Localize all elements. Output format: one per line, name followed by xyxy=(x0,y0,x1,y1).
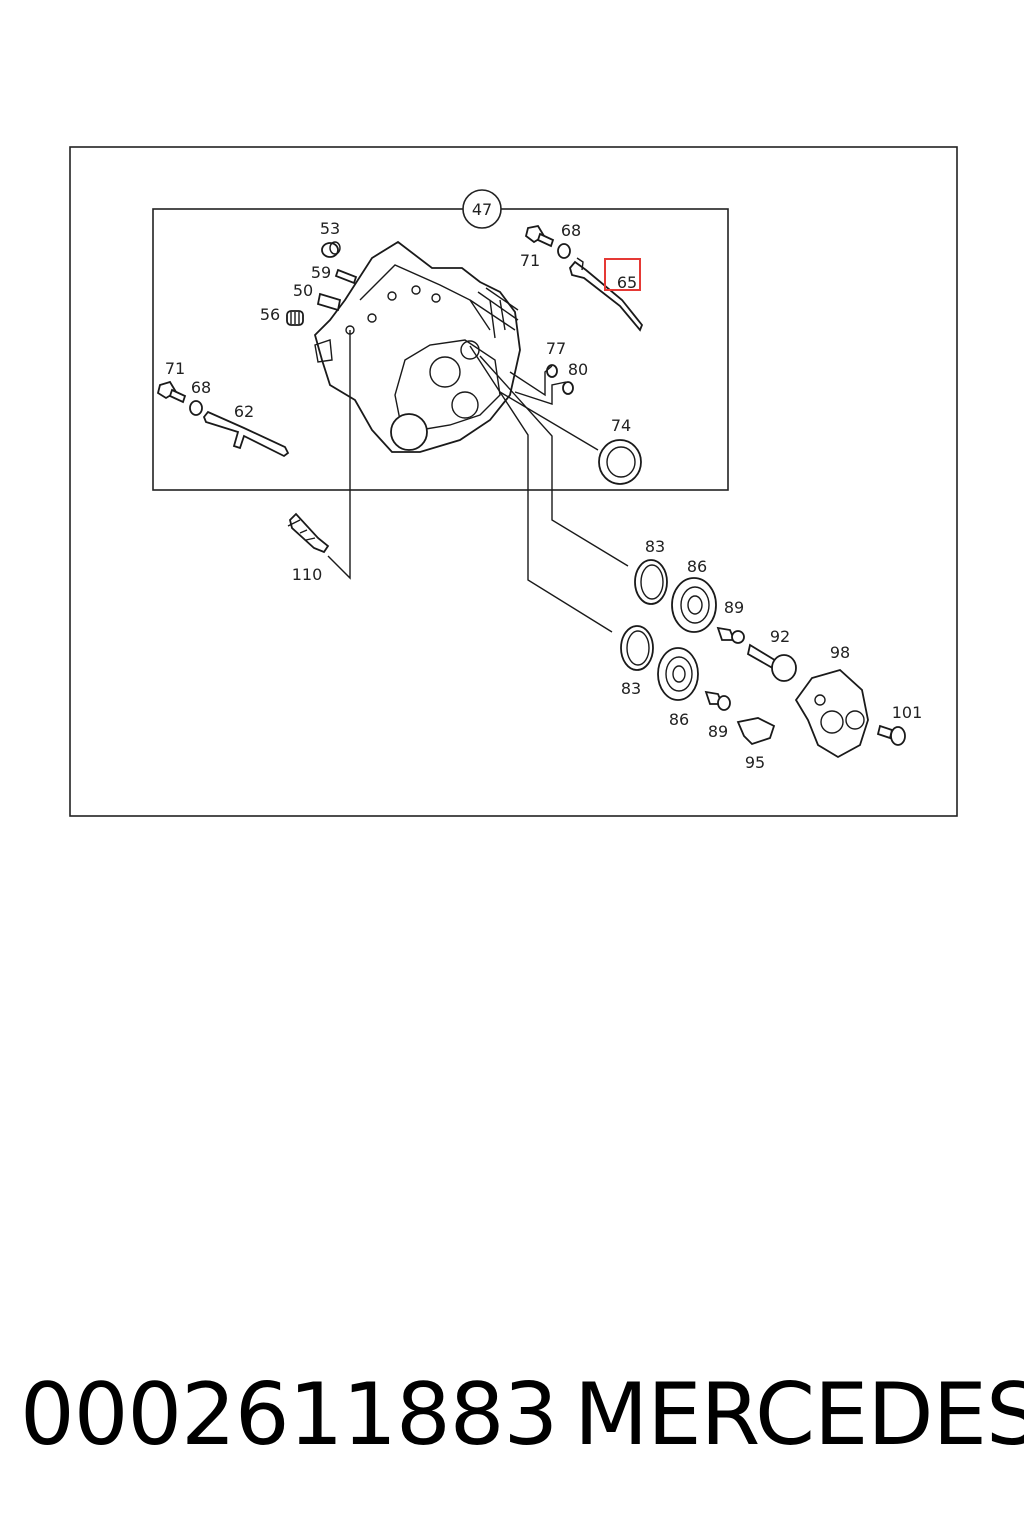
part-62 xyxy=(202,410,290,458)
part-95 xyxy=(736,717,776,746)
label-53: 53 xyxy=(320,219,340,238)
part-86-lower xyxy=(657,647,699,701)
label-71-right: 71 xyxy=(520,251,540,270)
label-89-lower: 89 xyxy=(708,722,728,741)
label-86-upper: 86 xyxy=(687,557,707,576)
label-92: 92 xyxy=(770,627,790,646)
part-101 xyxy=(876,724,906,746)
label-98: 98 xyxy=(830,643,850,662)
part-59 xyxy=(334,268,358,285)
label-68-left: 68 xyxy=(191,378,211,397)
part-65 xyxy=(569,257,644,332)
label-83-upper: 83 xyxy=(645,537,665,556)
group-label: 47 xyxy=(472,200,492,219)
group-frame xyxy=(152,208,729,491)
label-50: 50 xyxy=(293,281,313,300)
parts-diagram: 47 xyxy=(69,146,958,817)
part-74 xyxy=(598,439,642,485)
part-71-right xyxy=(524,224,555,248)
part-50 xyxy=(316,292,342,312)
part-68-right xyxy=(557,243,571,259)
part-53 xyxy=(321,241,341,258)
part-92 xyxy=(746,643,797,682)
label-56: 56 xyxy=(260,305,280,324)
part-80 xyxy=(562,381,574,395)
label-68-right: 68 xyxy=(561,221,581,240)
part-number: 0002611883 xyxy=(20,1365,558,1465)
outer-frame xyxy=(69,146,958,817)
part-98 xyxy=(794,668,869,759)
label-101: 101 xyxy=(892,703,923,722)
leader-lines xyxy=(327,330,629,633)
label-77: 77 xyxy=(546,339,566,358)
label-71-left: 71 xyxy=(165,359,185,378)
highlighted-part-callout[interactable]: 65 xyxy=(604,258,641,292)
label-110: 110 xyxy=(292,565,323,584)
part-68-left xyxy=(189,400,203,416)
label-80: 80 xyxy=(568,360,588,379)
footer: 0002611883 MERCEDES xyxy=(0,1360,1024,1470)
part-89-lower xyxy=(704,690,731,711)
label-59: 59 xyxy=(311,263,331,282)
label-95: 95 xyxy=(745,753,765,772)
group-callout: 47 xyxy=(462,189,502,229)
part-86-upper xyxy=(671,577,717,633)
label-86-lower: 86 xyxy=(669,710,689,729)
label-74: 74 xyxy=(611,416,631,435)
part-71-left xyxy=(156,380,187,404)
gearbox-housing xyxy=(313,240,521,453)
part-83-lower xyxy=(620,625,654,671)
part-110 xyxy=(287,512,330,554)
label-83-lower: 83 xyxy=(621,679,641,698)
brand-name: MERCEDES xyxy=(574,1365,1024,1465)
label-65: 65 xyxy=(617,273,637,292)
part-83-upper xyxy=(634,559,668,605)
label-89-upper: 89 xyxy=(724,598,744,617)
part-89-upper xyxy=(716,626,745,644)
part-56 xyxy=(286,310,304,326)
label-62: 62 xyxy=(234,402,254,421)
